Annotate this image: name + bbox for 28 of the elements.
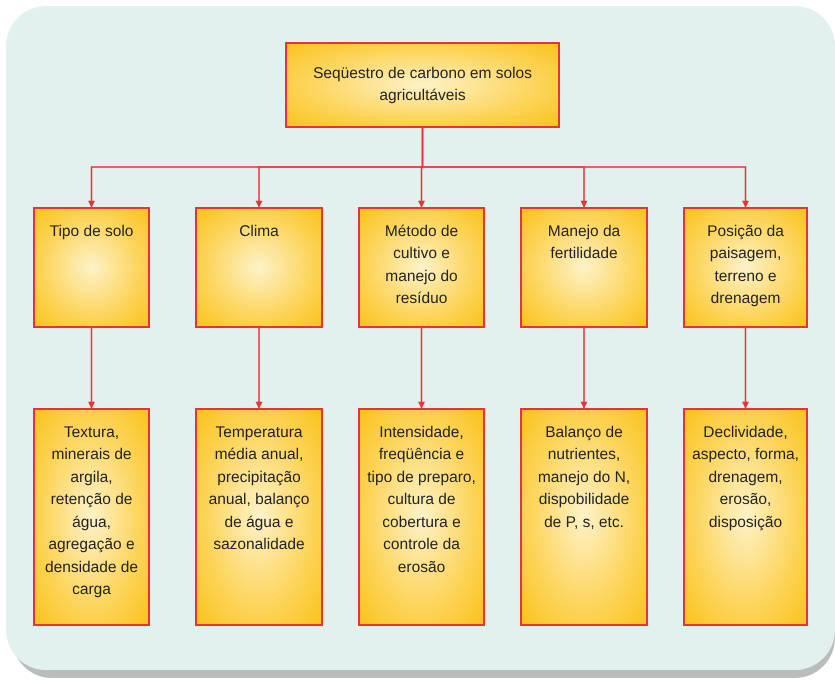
connector-arrow — [256, 328, 262, 409]
connector-arrow — [580, 328, 588, 409]
box-text: Balanço de nutrientes, manejo do N, dispobilidade de P, s, etc. — [536, 423, 632, 533]
box-text: Método de cultivo e manejo do resíduo — [384, 222, 460, 310]
category-box — [195, 207, 323, 328]
category-box — [683, 408, 808, 626]
box-text: Tipo de solo — [50, 222, 134, 242]
box-text: Intensidade, freqüência e tipo de preparo, cultura de cobertura e controle da erosão — [366, 423, 477, 578]
box-text: Textura, minerais de argila, retenção de água, agregação e densidade de carga — [44, 423, 140, 600]
category-box — [520, 207, 648, 328]
box-text: Posição da paisagem, terreno e drenagem — [706, 222, 785, 310]
category-box — [358, 207, 485, 328]
box-text: Seqüestro de carbono em solos agricultáveis — [312, 64, 533, 106]
category-box — [33, 408, 150, 626]
connector-arrow — [422, 128, 749, 208]
category-box — [683, 207, 808, 328]
box-text: Declividade, aspecto, forma, drenagem, erosão, disposição — [691, 423, 800, 533]
connector-arrow — [418, 328, 425, 409]
category-box — [33, 207, 150, 328]
box-text: Clima — [239, 222, 279, 242]
category-box — [520, 408, 648, 626]
box-text: Temperatura média anual, precipitação anual, balanço de água e sazonalidade — [208, 423, 310, 556]
category-box — [195, 408, 323, 626]
box-text: Manejo da fertilidade — [546, 222, 622, 264]
connector-arrow — [742, 328, 749, 409]
title-box — [285, 42, 560, 128]
connector-arrow — [88, 328, 95, 409]
category-box — [358, 408, 485, 626]
